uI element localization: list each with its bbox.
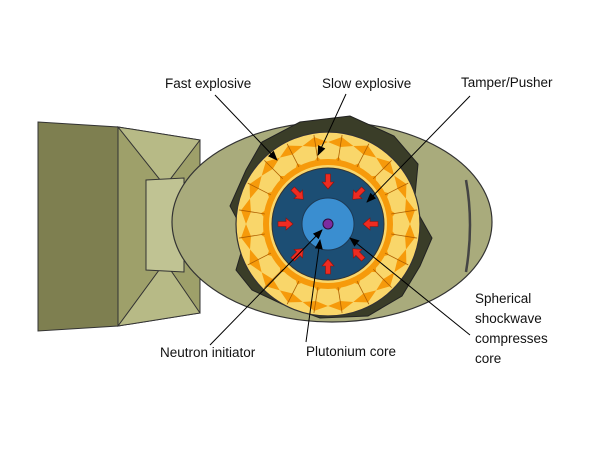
- leader-shockwave: [349, 237, 471, 336]
- compression-arrow: [362, 217, 379, 231]
- neutron-initiator-sphere: [322, 218, 334, 230]
- slow-explosive-lenses: [241, 137, 415, 311]
- lens-divider-line: [356, 143, 370, 168]
- label-fast-explosive: Fast explosive: [165, 76, 252, 91]
- leader-slow-explosive: [317, 93, 347, 156]
- label-shockwave-line3: compresses: [475, 331, 548, 346]
- leader-neutron-initiator: [209, 229, 323, 346]
- lens-divider-line: [247, 252, 272, 266]
- lens-divider-lines: [239, 135, 417, 313]
- tail-fin-box: [37, 121, 119, 332]
- lens-divider-line: [286, 280, 300, 305]
- label-tamper-pusher: Tamper/Pusher: [461, 75, 553, 90]
- label-shockwave-line4: core: [475, 351, 502, 366]
- lens-divider-line: [384, 252, 409, 266]
- leader-lines: [209, 93, 471, 346]
- lens-divider-line: [391, 209, 417, 215]
- tail-fin-inner: [145, 177, 185, 273]
- compression-arrow: [321, 258, 335, 275]
- label-slow-explosive: Slow explosive: [322, 76, 412, 91]
- label-shockwave-line1: Spherical: [475, 291, 532, 306]
- lens-divider-line: [247, 182, 272, 196]
- nose-seam: [464, 179, 472, 273]
- lens-divider-line: [356, 280, 370, 305]
- lens-divider-line: [313, 135, 319, 161]
- lens-divider-line: [264, 160, 284, 180]
- lens-divider-line: [337, 287, 343, 313]
- lens-divider-line: [286, 143, 300, 168]
- leader-tamper-pusher: [366, 95, 471, 203]
- tail-fin-lower: [116, 261, 201, 327]
- compression-arrow: [277, 217, 294, 231]
- label-shockwave: Spherical shockwave compresses core: [475, 289, 548, 369]
- compression-arrow: [321, 173, 335, 190]
- leader-fast-explosive: [214, 94, 278, 161]
- label-neutron-initiator: Neutron initiator: [160, 345, 256, 360]
- lens-divider-line: [239, 233, 265, 239]
- lens-divider-line: [391, 233, 417, 239]
- lens-divider-line: [372, 160, 392, 180]
- lens-divider-line: [384, 182, 409, 196]
- tail-fin-assembly: [37, 121, 201, 332]
- compression-arrow: [352, 248, 366, 262]
- compression-arrow: [290, 186, 304, 200]
- lens-divider-line: [372, 268, 392, 288]
- tail-fin-upper: [116, 126, 201, 187]
- lens-divider-line: [239, 209, 265, 215]
- label-plutonium-core: Plutonium core: [306, 344, 397, 359]
- label-shockwave-line2: shockwave: [475, 311, 542, 326]
- lens-divider-line: [337, 135, 343, 161]
- compression-arrow: [352, 186, 366, 200]
- lens-divider-line: [264, 268, 284, 288]
- leader-plutonium-core: [305, 239, 323, 343]
- lens-divider-line: [313, 287, 319, 313]
- slow-explosive-band: [263, 159, 393, 289]
